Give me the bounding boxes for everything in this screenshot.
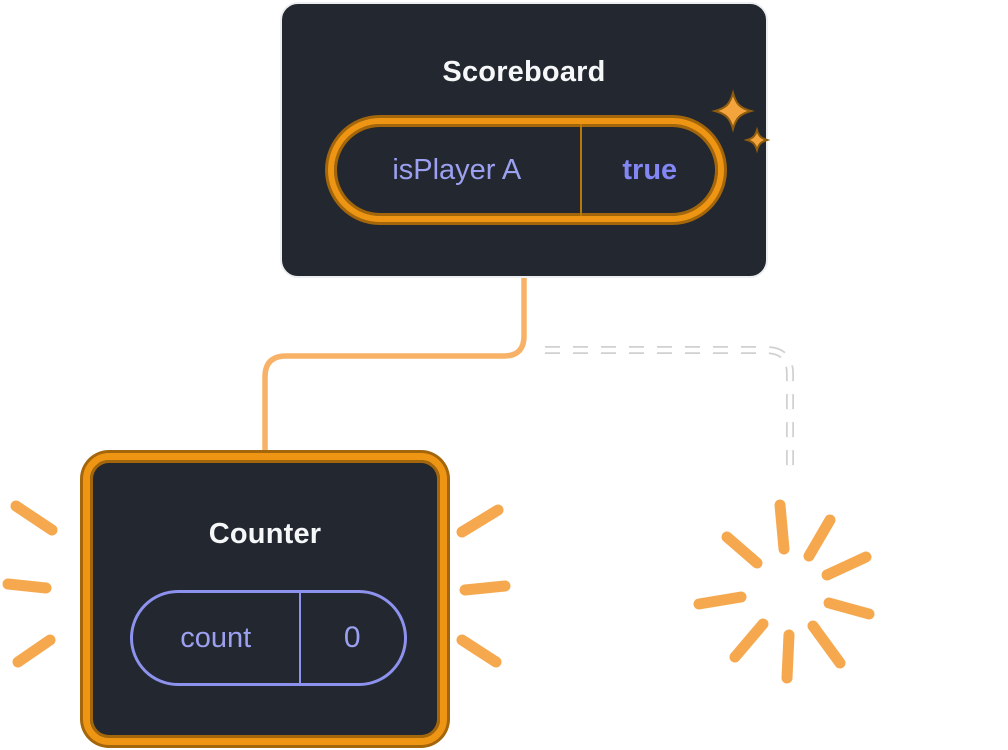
counter-pill-divider [298, 593, 301, 683]
counter-title: Counter [208, 518, 322, 550]
scoreboard-state-value: true [622, 153, 678, 186]
burst-marks-left-icon [2, 500, 58, 668]
connector-dashed-line-halo [545, 346, 794, 468]
counter-state-value: 0 [343, 621, 361, 654]
burst-marks-right-icon [456, 504, 511, 668]
counter-state-pill: count 0 [130, 590, 407, 686]
connector-dashed-line [545, 347, 793, 468]
scoreboard-component-box: Scoreboard isPlayer A true [280, 2, 768, 278]
scoreboard-title: Scoreboard [442, 56, 606, 88]
scoreboard-state-pill: isPlayer A true [328, 118, 724, 222]
poof-burst-icon [693, 499, 875, 684]
connector-solid-line [262, 275, 527, 459]
scoreboard-state-key: isPlayer A [392, 153, 522, 186]
counter-component-box: Counter count 0 [83, 453, 447, 745]
counter-state-key: count [180, 621, 252, 654]
scoreboard-pill-divider [579, 124, 582, 216]
